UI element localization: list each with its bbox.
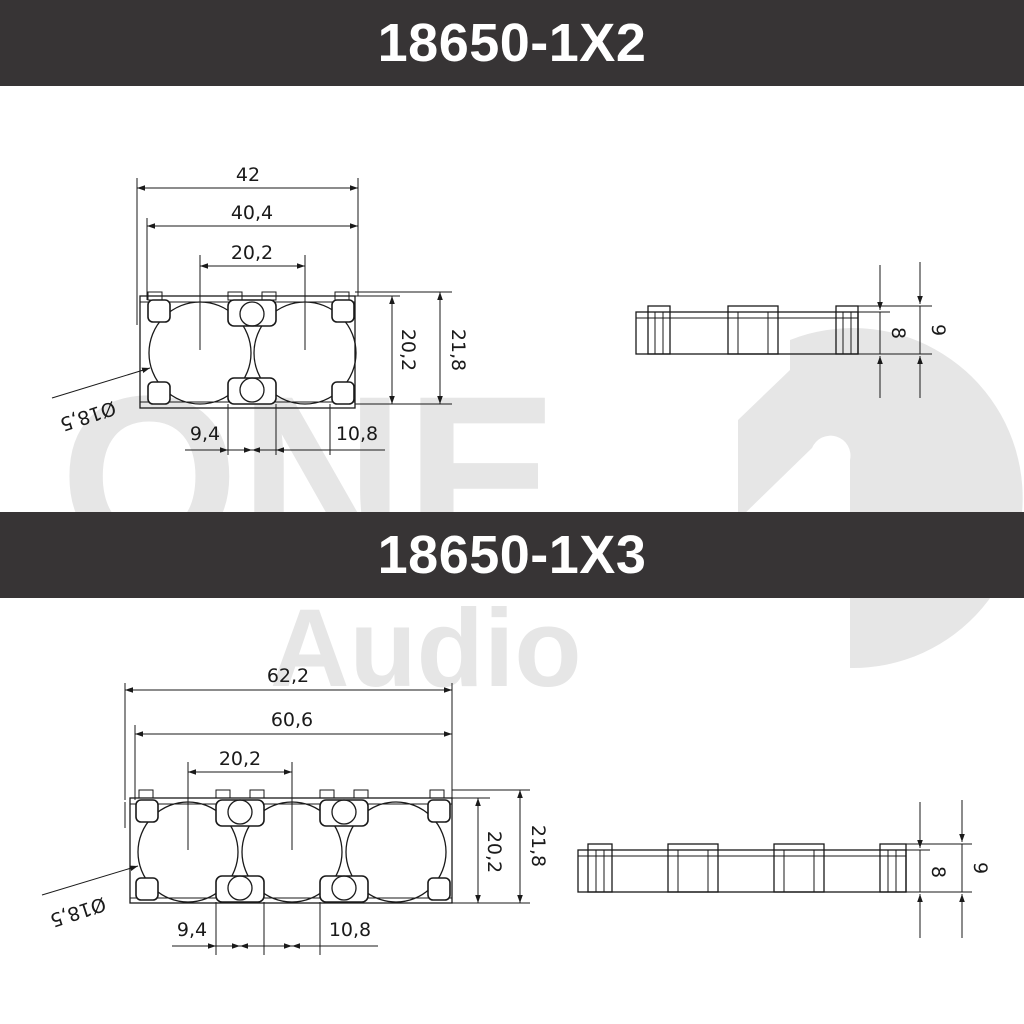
title-1x2: 18650-1X2 [377, 13, 647, 73]
dim-total-height: 21,8 [447, 329, 469, 371]
dim-gap-right: 10,8 [329, 919, 371, 941]
cell-circle [345, 801, 447, 903]
holder-1x3-side-view [577, 800, 972, 938]
dim-side-outer: 9 [969, 862, 991, 874]
dim-inner-length: 60,6 [271, 709, 313, 731]
dim-side-inner: 8 [887, 327, 909, 339]
holder-1x2-side-view [635, 262, 932, 398]
dim-gap-left: 9,4 [177, 919, 207, 941]
dim-inner-length: 40,4 [231, 202, 273, 224]
dim-total-length: 62,2 [267, 665, 309, 687]
dim-pitch: 20,2 [219, 748, 261, 770]
title-1x3: 18650-1X3 [377, 525, 647, 585]
dim-side-inner: 8 [927, 866, 949, 878]
holder-1x2-top-view [51, 178, 452, 455]
dim-gap-right: 10,8 [336, 423, 378, 445]
title-banner-top: 18650-1X2 [0, 0, 1024, 86]
dim-total-length: 42 [236, 164, 260, 186]
watermark-sub: Audio [270, 587, 582, 710]
holder-1x3-top-view [41, 683, 530, 955]
dim-gap-left: 9,4 [190, 423, 220, 445]
dim-inner-height: 20,2 [483, 831, 505, 873]
dim-side-outer: 9 [927, 324, 949, 336]
dim-inner-height: 20,2 [397, 329, 419, 371]
dim-total-height: 21,8 [527, 825, 549, 867]
dim-diameter: Ø18,5 [47, 892, 108, 931]
dim-pitch: 20,2 [231, 242, 273, 264]
title-banner-bottom: 18650-1X3 [0, 512, 1024, 598]
